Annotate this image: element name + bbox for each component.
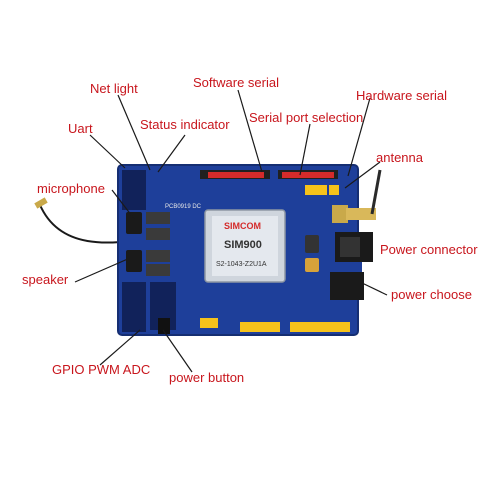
label-net-light: Net light (90, 81, 138, 96)
label-microphone: microphone (37, 181, 105, 196)
audio-jacks (126, 212, 170, 276)
label-power-connector: Power connector (380, 242, 478, 257)
serial-select-jumpers (305, 185, 339, 195)
gsm-module (204, 209, 286, 283)
label-uart: Uart (68, 121, 93, 136)
power-button-component (158, 318, 170, 334)
label-hardware-serial: Hardware serial (356, 88, 448, 103)
sma-connector (332, 169, 382, 223)
label-status-indicator: Status indicator (140, 117, 230, 132)
module-brand: SIMCOM (224, 221, 261, 231)
left-header-bottom (122, 282, 146, 332)
board-silkscreen: PCB0919 DC (165, 204, 202, 210)
leader-lines (74, 89, 388, 373)
label-power-choose: power choose (391, 287, 472, 302)
module-serial: S2-1043-Z2U1A (216, 261, 267, 268)
label-power-button: power button (169, 370, 245, 385)
bottom-headers (200, 318, 350, 332)
label-software-serial: Software serial (193, 75, 279, 90)
left-header-top (122, 170, 146, 210)
label-gpio-pwm-adc: GPIO PWM ADC (52, 362, 151, 377)
top-header (200, 170, 338, 179)
module-model: SIM900 (224, 239, 262, 251)
label-antenna: antenna (376, 150, 423, 165)
power-switch (330, 272, 364, 300)
label-serial-port-selection: Serial port selection (249, 110, 364, 125)
label-speaker: speaker (22, 272, 69, 287)
dc-power-jack (335, 232, 373, 262)
